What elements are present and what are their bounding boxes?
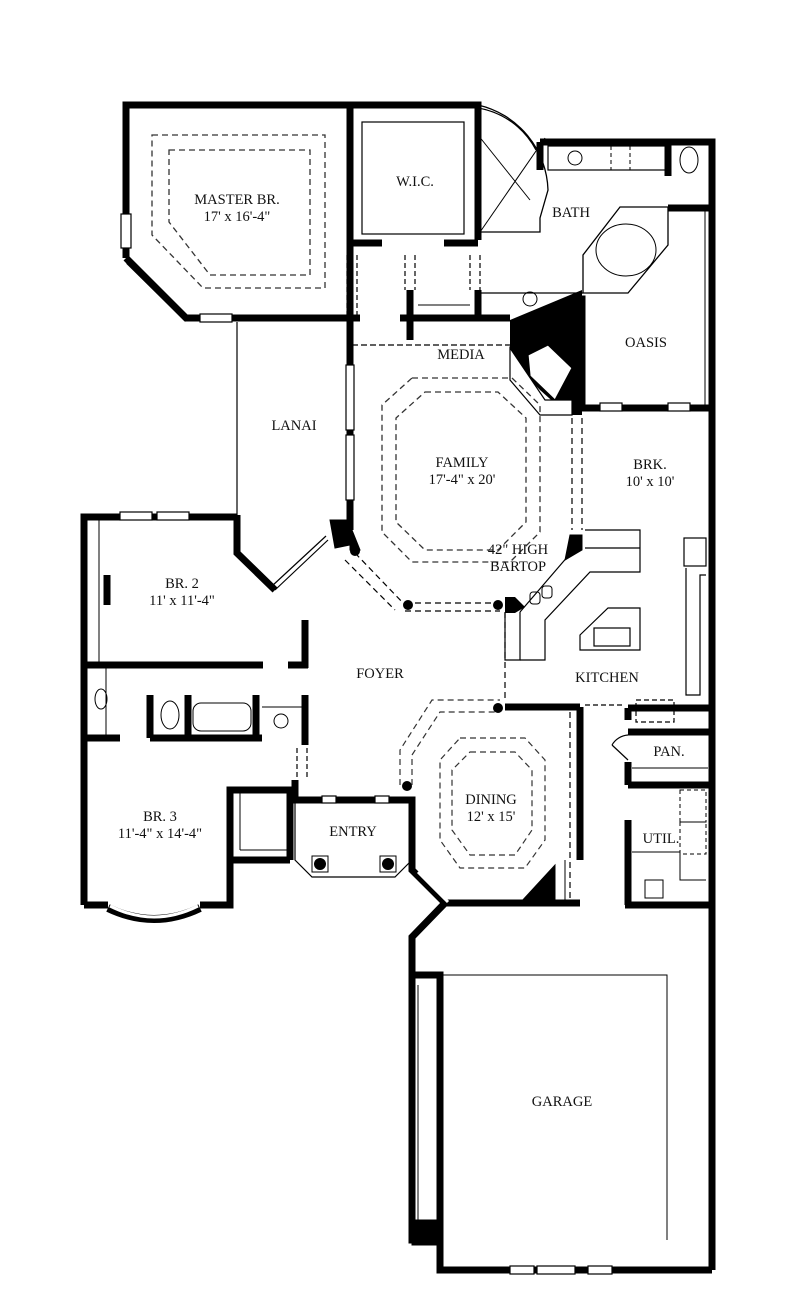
master-tray-ceiling xyxy=(151,134,326,289)
room-label-util: UTIL. xyxy=(642,831,680,847)
room-label-bath: BATH xyxy=(552,205,590,221)
room-label-pan: PAN. xyxy=(653,744,685,760)
room-label-garage: GARAGE xyxy=(531,1094,593,1110)
room-label-master-br: MASTER BR.17' x 16'-4" xyxy=(194,192,280,225)
room-label-kitchen: KITCHEN xyxy=(575,670,639,686)
room-label-oasis: OASIS xyxy=(625,335,667,351)
room-label-wic: W.I.C. xyxy=(396,174,434,190)
room-label-foyer: FOYER xyxy=(356,666,404,682)
room-label-entry: ENTRY xyxy=(329,824,377,840)
room-label-media: MEDIA xyxy=(437,347,485,363)
room-label-brk: BRK.10' x 10' xyxy=(625,457,675,490)
room-label-lanai: LANAI xyxy=(271,418,317,434)
